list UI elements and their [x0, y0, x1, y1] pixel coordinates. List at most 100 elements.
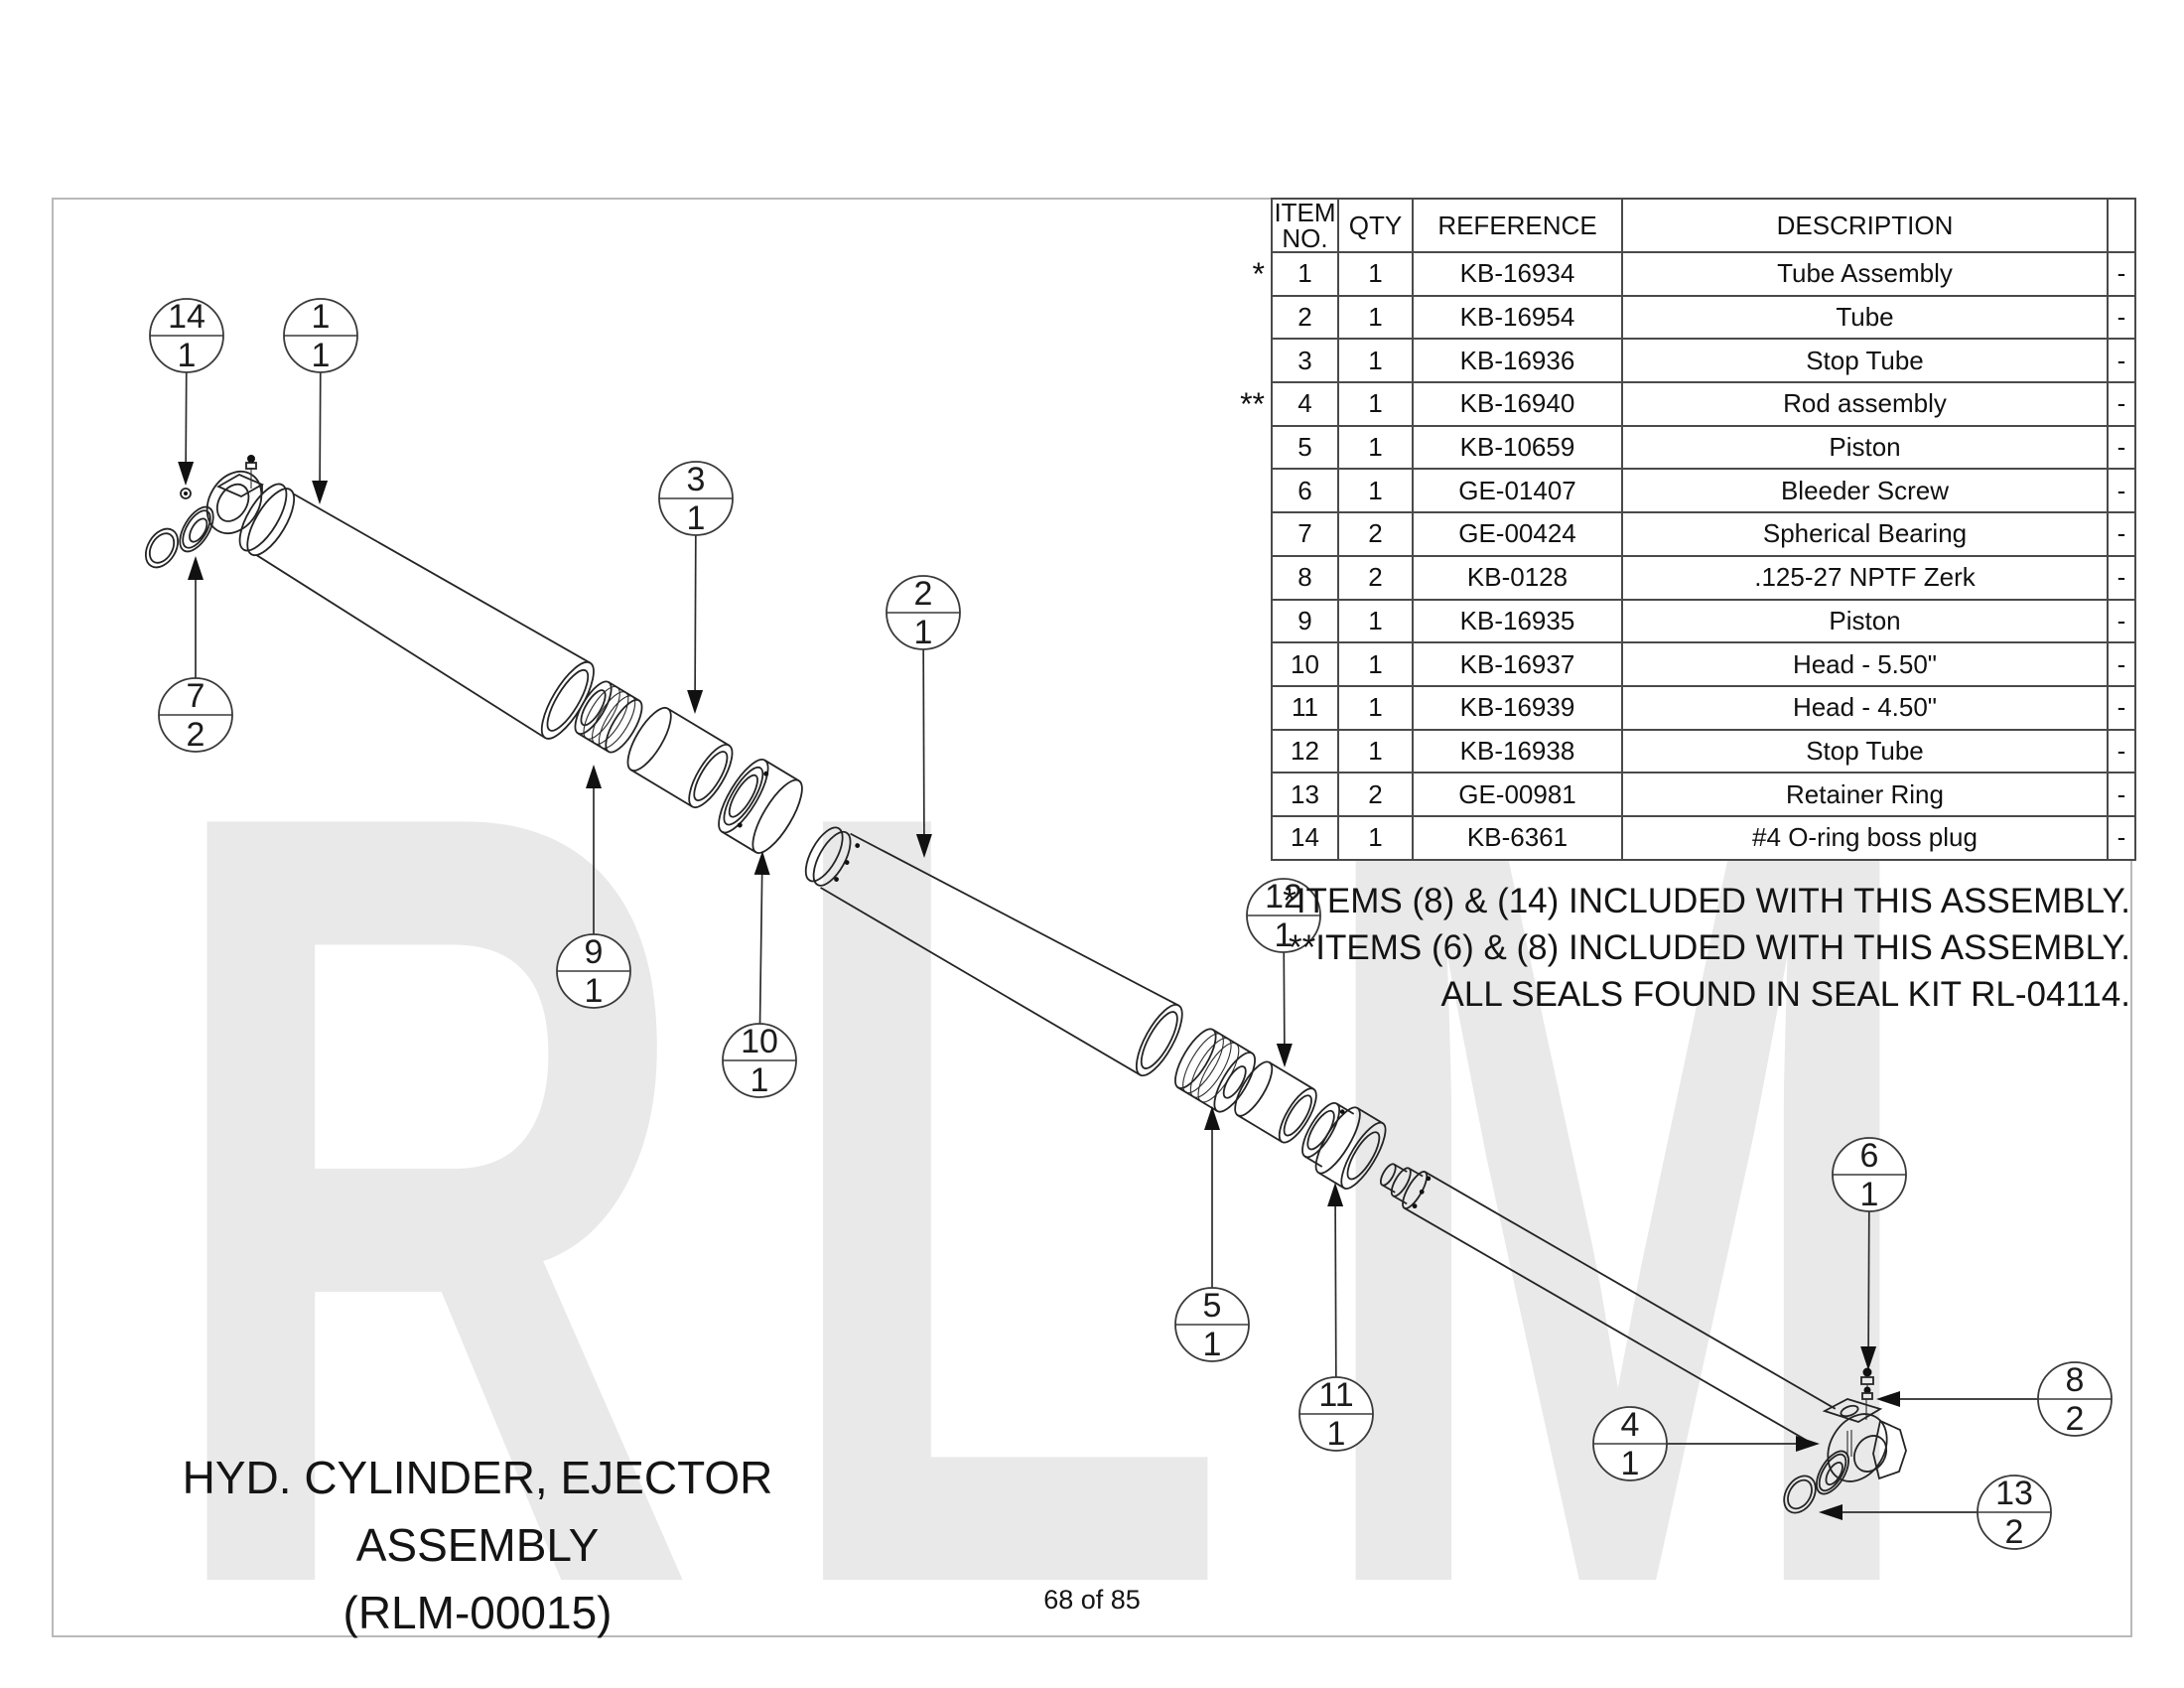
cell-reference: KB-16939	[1412, 684, 1623, 731]
drawing-title-line2: (RLM-00015)	[342, 1587, 613, 1638]
cell-qty: 2	[1337, 554, 1414, 601]
piston-gland	[574, 680, 643, 754]
cell-item: 11	[1271, 684, 1339, 731]
cell-spare: -	[2107, 641, 2136, 687]
cell-reference: KB-16938	[1412, 728, 1623, 774]
balloon-item-number: 4	[1621, 1406, 1640, 1444]
balloon-item-number: 11	[1318, 1376, 1353, 1414]
balloon-item-3: 31	[658, 461, 734, 714]
cell-description: Stop Tube	[1621, 728, 2109, 774]
cell-spare: -	[2107, 554, 2136, 601]
retainer-ring-left	[144, 527, 180, 569]
cell-spare: -	[2107, 772, 2136, 817]
cell-spare: -	[2107, 511, 2136, 557]
cell-item: 1	[1271, 251, 1339, 297]
balloon-item-number: 13	[1995, 1475, 2033, 1512]
cell-spare: -	[2107, 294, 2136, 341]
cell-reference: KB-16954	[1412, 294, 1623, 341]
cell-qty: 2	[1337, 511, 1414, 557]
cell-description: Tube Assembly	[1621, 251, 2109, 297]
cell-item: 3	[1271, 338, 1339, 384]
balloon-item-number: 9	[585, 933, 604, 971]
stop-tube-front	[626, 706, 734, 809]
balloon-item-10: 101	[722, 851, 797, 1099]
cell-reference: KB-10659	[1412, 424, 1623, 471]
cell-item: 9	[1271, 598, 1339, 644]
cell-spare: -	[2107, 728, 2136, 774]
cell-reference: KB-16937	[1412, 641, 1623, 687]
balloon-item-number: 8	[2066, 1361, 2085, 1399]
spherical-bearing-right	[1816, 1450, 1849, 1495]
cell-spare: -	[2107, 684, 2136, 731]
col-header-item: ITEM NO.	[1271, 198, 1339, 253]
balloon-qty: 1	[1203, 1326, 1222, 1363]
tube	[804, 826, 1183, 1077]
cell-item: 4	[1271, 381, 1339, 427]
balloon-qty: 1	[914, 614, 933, 651]
balloon-item-4: 41	[1592, 1406, 1820, 1482]
balloon-item-number: 6	[1860, 1137, 1879, 1175]
col-header-description: DESCRIPTION	[1621, 198, 2109, 253]
cell-description: Head - 4.50"	[1621, 684, 2109, 731]
balloon-item-number: 5	[1203, 1287, 1222, 1325]
cell-description: Bleeder Screw	[1621, 468, 2109, 514]
cell-reference: KB-16935	[1412, 598, 1623, 644]
cell-description: .125-27 NPTF Zerk	[1621, 554, 2109, 601]
zerk-fitting-left	[245, 455, 257, 489]
col-header-spare	[2107, 198, 2136, 253]
head-550	[718, 759, 803, 854]
cell-qty: 1	[1337, 728, 1414, 774]
cell-description: #4 O-ring boss plug	[1621, 814, 2109, 861]
o-ring-boss-plug	[180, 488, 192, 499]
cell-description: Head - 5.50"	[1621, 641, 2109, 687]
balloon-item-5: 51	[1174, 1106, 1250, 1363]
rod-assembly	[1379, 1163, 1907, 1482]
drawing-frame	[52, 198, 2132, 1637]
bom-header-row: ITEM NO. QTY REFERENCE DESCRIPTION	[1271, 198, 2136, 253]
cell-spare: -	[2107, 381, 2136, 427]
cell-description: Rod assembly	[1621, 381, 2109, 427]
cell-spare: -	[2107, 468, 2136, 514]
balloon-qty: 1	[312, 337, 331, 374]
balloon-qty: 1	[585, 972, 604, 1010]
balloon-item-2: 21	[886, 575, 961, 858]
balloon-qty: 1	[1621, 1445, 1640, 1482]
head-450	[1301, 1102, 1387, 1190]
cell-reference: GE-01407	[1412, 468, 1623, 514]
cell-reference: KB-0128	[1412, 554, 1623, 601]
balloon-item-number: 3	[687, 461, 706, 498]
balloon-qty: 2	[2066, 1400, 2085, 1438]
cell-description: Piston	[1621, 424, 2109, 471]
page-number: 68 of 85	[1043, 1585, 1141, 1615]
balloon-item-number: 10	[741, 1023, 778, 1060]
drawing-title-line1: HYD. CYLINDER, EJECTOR ASSEMBLY	[182, 1452, 773, 1571]
balloon-item-8: 82	[1876, 1361, 2113, 1438]
balloon-item-number: 12	[1265, 878, 1302, 915]
cell-item: 10	[1271, 641, 1339, 687]
cell-item: 6	[1271, 468, 1339, 514]
cell-qty: 1	[1337, 468, 1414, 514]
cell-spare: -	[2107, 814, 2136, 861]
cell-qty: 1	[1337, 294, 1414, 341]
cell-description: Stop Tube	[1621, 338, 2109, 384]
balloon-item-11: 111	[1298, 1183, 1374, 1453]
drawing-title: HYD. CYLINDER, EJECTOR ASSEMBLY (RLM-000…	[127, 1444, 828, 1646]
balloon-item-number: 7	[187, 677, 205, 715]
balloon-qty: 2	[2005, 1513, 2024, 1551]
